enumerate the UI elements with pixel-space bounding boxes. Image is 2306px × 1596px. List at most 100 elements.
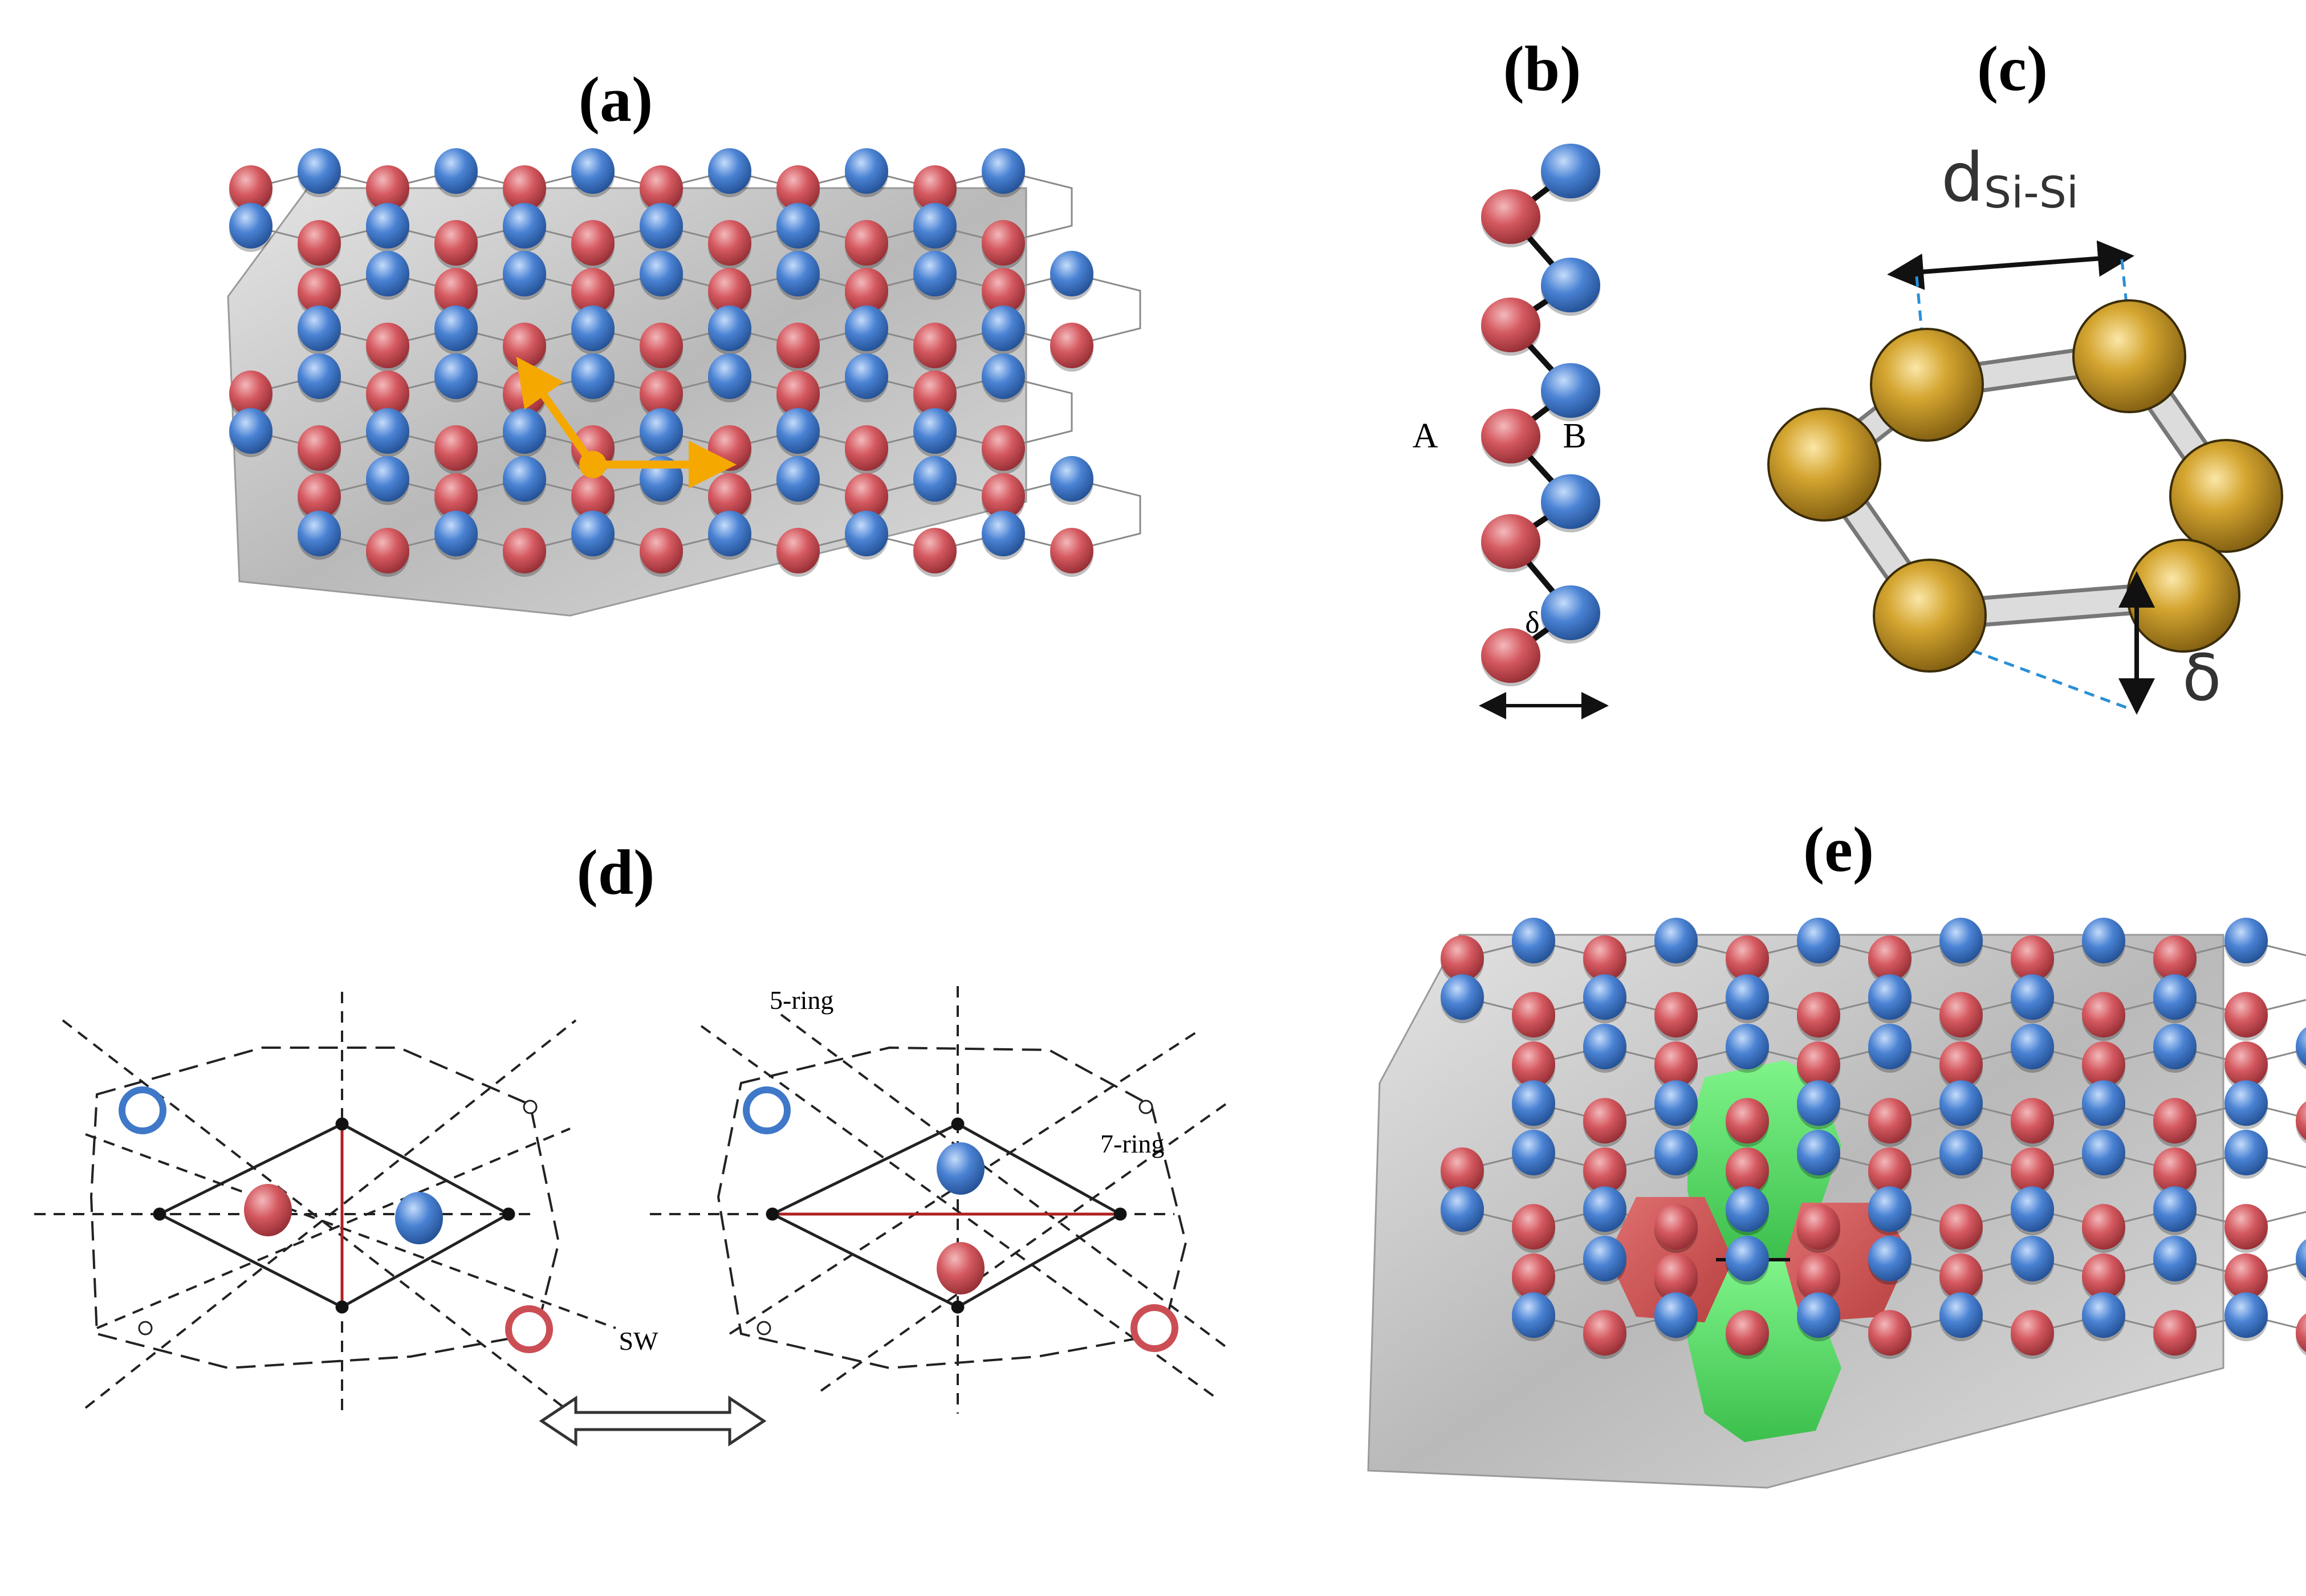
atom-blue xyxy=(1797,1130,1840,1175)
atom-red xyxy=(2082,1041,2125,1087)
atom-blue xyxy=(1726,1186,1769,1232)
atom-blue xyxy=(298,353,341,399)
atom-blue xyxy=(571,511,615,556)
atom-blue xyxy=(2224,1130,2268,1175)
atom-blue xyxy=(2153,1186,2197,1232)
atom-red xyxy=(1583,1147,1626,1193)
origin-point xyxy=(579,451,607,478)
panel-a: (a) xyxy=(227,64,1141,617)
atom-blue xyxy=(1583,1024,1626,1069)
atom-blue xyxy=(2011,1186,2054,1232)
atom-blue xyxy=(982,148,1025,194)
atom-red xyxy=(845,268,888,314)
sublattice-a-label: A xyxy=(1413,417,1438,455)
atom-blue xyxy=(776,408,820,454)
atom-red xyxy=(776,165,820,211)
open-node xyxy=(523,1100,538,1114)
atom-red xyxy=(434,425,478,471)
atom-red xyxy=(2153,1147,2197,1193)
panel-d-label: (d) xyxy=(577,837,655,908)
si-atom xyxy=(1870,328,1984,442)
atom-blue xyxy=(298,511,341,556)
atom-red xyxy=(913,165,957,211)
atom-blue xyxy=(982,306,1025,351)
atom-red xyxy=(434,220,478,266)
atom-blue xyxy=(1512,1130,1555,1175)
atom-red xyxy=(571,268,615,314)
atom-red xyxy=(2224,1204,2268,1250)
atom-red xyxy=(366,165,409,211)
ring7-label: 7-ring xyxy=(1100,1129,1164,1158)
lattice-vector-a1 xyxy=(516,356,596,467)
si-atom xyxy=(2072,299,2186,413)
atom-red xyxy=(708,425,751,471)
atom-blue xyxy=(1583,1186,1626,1232)
atom-blue xyxy=(503,408,546,454)
atom-blue xyxy=(2296,1239,2306,1279)
atom-blue xyxy=(1512,1080,1555,1126)
atom-red xyxy=(298,473,341,519)
atom-red xyxy=(982,220,1025,266)
atom-red xyxy=(913,370,957,416)
atom-red xyxy=(1939,992,1983,1038)
atom-red xyxy=(845,473,888,519)
atom-red xyxy=(2224,1041,2268,1087)
atom-red xyxy=(1797,1253,1840,1299)
atom-red xyxy=(1654,1253,1698,1299)
atom-blue xyxy=(913,456,957,502)
grid-line xyxy=(780,1013,1233,1352)
atom-red xyxy=(1868,1310,1912,1356)
sublattice-b-label: B xyxy=(1563,417,1586,455)
atom-red xyxy=(1512,1253,1555,1299)
atom-red xyxy=(366,370,409,416)
atom-blue xyxy=(2296,1027,2306,1066)
atom-blue xyxy=(366,456,409,502)
atoms-a xyxy=(229,148,1093,577)
atom-red xyxy=(2153,1098,2197,1144)
atom-blue xyxy=(1654,1080,1698,1126)
atom-red xyxy=(640,323,683,368)
atom-red xyxy=(1939,1041,1983,1087)
atom-red xyxy=(1726,1147,1769,1193)
vacancy-blue-left xyxy=(119,1086,166,1134)
atom-blue xyxy=(366,408,409,454)
atom-red xyxy=(640,370,683,416)
atom-red xyxy=(1868,1147,1912,1193)
atom-red xyxy=(1512,992,1555,1038)
vacancy-blue-right xyxy=(743,1086,791,1134)
atom-red xyxy=(1512,1204,1555,1250)
atom-red xyxy=(503,323,546,368)
atom-red xyxy=(1868,935,1912,981)
si-atom xyxy=(1767,408,1881,522)
atom-blue xyxy=(1939,918,1983,963)
atom-blue xyxy=(708,353,751,399)
atom-red xyxy=(982,425,1025,471)
atom-red xyxy=(1797,1204,1840,1250)
atom-red xyxy=(366,323,409,368)
atom-blue xyxy=(366,203,409,249)
atom-red xyxy=(1050,528,1093,573)
atoms-b xyxy=(1481,144,1600,686)
atom-red xyxy=(640,165,683,211)
si-atom xyxy=(2126,539,2240,653)
atom-red xyxy=(913,528,957,573)
atom-red xyxy=(366,528,409,573)
panel-a-label: (a) xyxy=(579,64,653,135)
silicon-ring xyxy=(1767,299,2283,673)
atom-blue xyxy=(2224,1292,2268,1338)
atom-blue xyxy=(913,251,957,296)
atom-red xyxy=(503,165,546,211)
atom-red xyxy=(2153,1310,2197,1356)
atom-blue xyxy=(434,353,478,399)
atom-red xyxy=(229,370,273,416)
atom-blue xyxy=(2224,918,2268,963)
atom-red xyxy=(1583,1098,1626,1144)
lattice-node xyxy=(335,1300,349,1314)
atom-red xyxy=(1726,1098,1769,1144)
atom-blue xyxy=(1654,918,1698,963)
atom-red-right xyxy=(937,1242,985,1294)
atom-red xyxy=(2296,1313,2306,1353)
atom-blue xyxy=(1512,918,1555,963)
atom-blue xyxy=(1541,585,1600,640)
atom-blue xyxy=(776,251,820,296)
